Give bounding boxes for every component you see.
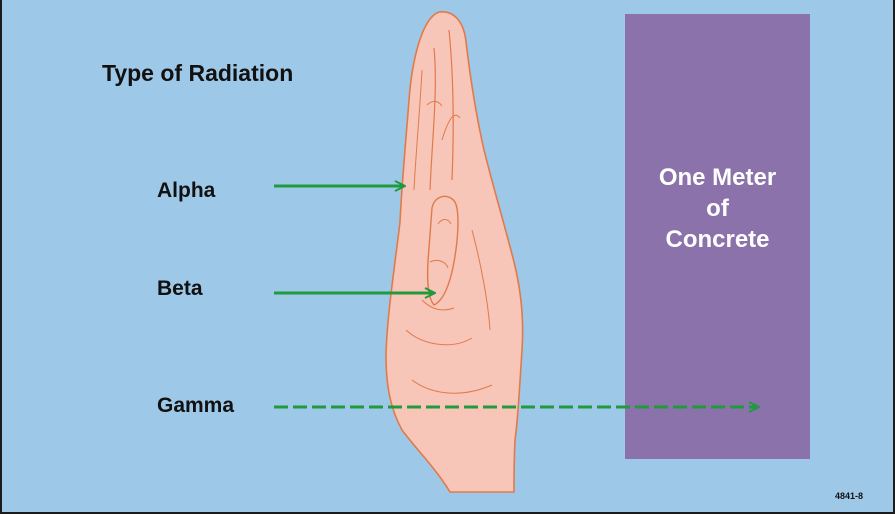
- label-gamma: Gamma: [157, 394, 234, 418]
- figure-id: 4841-8: [835, 491, 863, 501]
- hand-icon: [386, 12, 523, 492]
- label-beta: Beta: [157, 277, 203, 301]
- label-alpha: Alpha: [157, 179, 215, 203]
